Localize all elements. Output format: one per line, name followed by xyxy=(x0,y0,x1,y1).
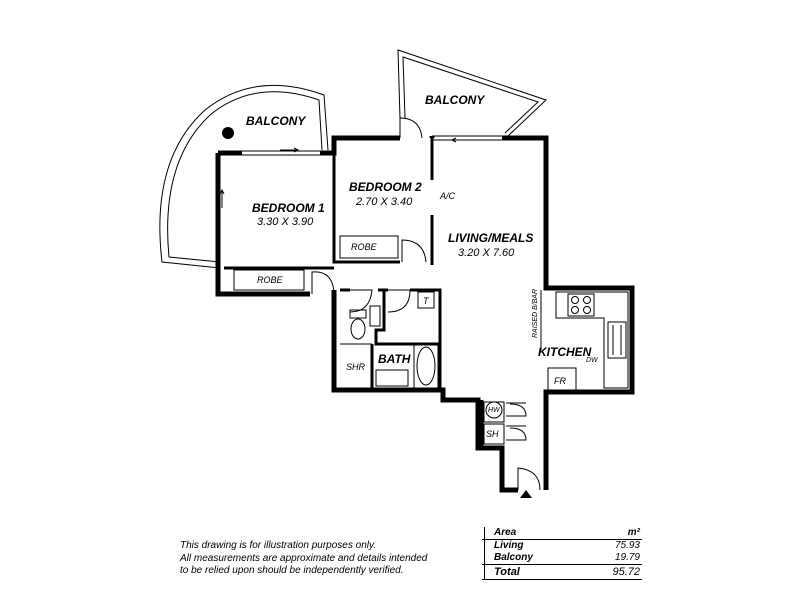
bathtub-inner xyxy=(416,346,436,386)
area-total-label: Total xyxy=(494,566,520,578)
bedroom1-size: 3.30 X 3.90 xyxy=(257,216,314,228)
doors xyxy=(311,117,541,491)
hot-water-unit xyxy=(485,401,503,419)
bath-label: BATH xyxy=(378,352,411,366)
bedroom2-label: BEDROOM 2 xyxy=(349,180,422,194)
balcony-left-label: BALCONY xyxy=(246,114,306,128)
fr-label: FR xyxy=(554,376,566,386)
raised-bar-label: RAISED B/BAR xyxy=(532,289,539,338)
t-box xyxy=(417,291,435,309)
basin xyxy=(369,305,381,327)
bedroom1-label: BEDROOM 1 xyxy=(252,201,325,215)
robe1-label: ROBE xyxy=(257,275,284,285)
vanity xyxy=(375,369,409,387)
ac-label: A/C xyxy=(439,191,456,201)
t-label: T xyxy=(423,296,430,306)
disclaimer-line: This drawing is for illustration purpose… xyxy=(180,540,377,551)
balcony-outlines xyxy=(159,49,547,269)
balcony-right-label: BALCONY xyxy=(425,93,485,107)
kitchen-label: KITCHEN xyxy=(538,345,592,359)
interior-walls xyxy=(224,138,484,448)
area-table-header: Area m² xyxy=(482,527,642,540)
bath-fixtures xyxy=(340,291,439,389)
disclaimer-line: All measurements are approximate and det… xyxy=(180,552,428,564)
area-row-value: 75.93 xyxy=(614,540,640,551)
disclaimer-line: to be relied upon should be independentl… xyxy=(180,565,404,576)
toilet-cistern xyxy=(349,309,367,319)
utility-cupboards xyxy=(483,401,505,445)
shr-label: SHR xyxy=(346,362,366,372)
kitchen-fixtures xyxy=(540,290,629,391)
robe2-label: ROBE xyxy=(351,242,378,252)
sh-label: SH xyxy=(486,429,499,439)
disclaimer: This drawing is for illustration purpose… xyxy=(180,540,480,578)
area-row-label: Balcony xyxy=(494,552,533,563)
windows xyxy=(215,135,502,262)
area-total-value: 95.72 xyxy=(612,566,640,578)
area-row: Living 75.93 xyxy=(482,540,642,552)
bathtub xyxy=(413,343,439,389)
robe1-outline xyxy=(233,269,305,291)
area-table: Area m² Living 75.93 Balcony 19.79 Total… xyxy=(482,527,642,580)
balcony-post xyxy=(222,127,234,139)
toilet-bowl xyxy=(350,318,366,340)
fridge-space xyxy=(547,367,577,391)
exterior-walls xyxy=(215,135,635,493)
balcony-left-outline-inner xyxy=(167,91,323,263)
area-header-unit: m² xyxy=(627,527,640,538)
area-row-value: 19.79 xyxy=(614,552,640,563)
living-size: 3.20 X 7.60 xyxy=(458,247,515,259)
cooktop xyxy=(567,293,595,317)
kitchen-counter xyxy=(555,291,629,389)
balcony-left-outline xyxy=(159,84,329,269)
entry-arrow-icon xyxy=(520,490,532,498)
living-label: LIVING/MEALS xyxy=(448,231,533,245)
robes xyxy=(233,235,399,291)
sink xyxy=(607,321,627,359)
area-row-label: Living xyxy=(494,540,524,551)
area-row: Balcony 19.79 xyxy=(482,552,642,564)
hw-label: HW xyxy=(488,407,501,414)
balcony-right-outline-inner xyxy=(402,56,539,134)
bedroom2-size: 2.70 X 3.40 xyxy=(355,196,413,208)
area-header-label: Area xyxy=(494,527,517,538)
balcony-right-outline xyxy=(397,49,547,137)
area-total-row: Total 95.72 xyxy=(482,564,642,580)
robe2-outline xyxy=(339,235,399,259)
dw-label: DW xyxy=(586,357,599,364)
